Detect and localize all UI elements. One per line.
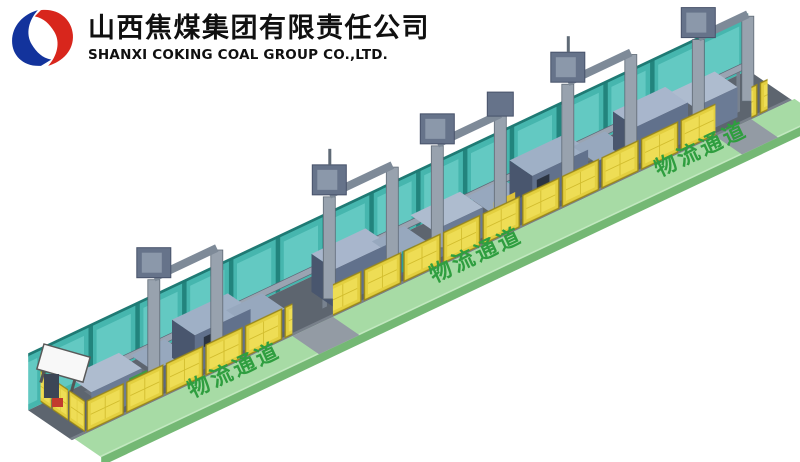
info-board (35, 343, 92, 392)
company-names: 山西焦煤集团有限责任公司 SHANXI COKING COAL GROUP CO… (88, 13, 430, 62)
red-unit (52, 398, 63, 407)
walkway-side (101, 117, 800, 462)
crossing-ramp (292, 316, 360, 355)
logo-red-swoosh-icon (34, 9, 73, 66)
company-name-zh: 山西焦煤集团有限责任公司 (88, 13, 430, 45)
logo-blue-swoosh-icon (12, 10, 52, 66)
front-fence (85, 77, 768, 434)
end-cabinet (44, 374, 59, 398)
antenna-icon (566, 36, 570, 53)
antenna-icon (328, 148, 332, 165)
walkway (74, 98, 800, 458)
gantry-station-5 (680, 7, 755, 125)
crossing-ramp (715, 119, 779, 155)
gantry-station-2 (311, 148, 399, 300)
company-logo-icon (12, 9, 73, 66)
gantry-station-4 (550, 36, 638, 187)
gantry-station-3 (419, 91, 514, 249)
gantry-station-1 (136, 244, 224, 383)
company-header: 山西焦煤集团有限责任公司 SHANXI COKING COAL GROUP CO… (10, 8, 430, 68)
company-name-en: SHANXI COKING COAL GROUP CO.,LTD. (88, 46, 388, 63)
